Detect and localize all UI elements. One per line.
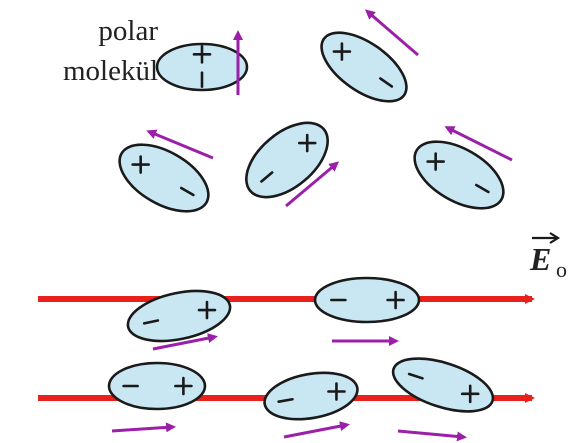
dipole-moment-arrow-icon: [398, 431, 463, 437]
field-symbol: E o: [529, 233, 567, 282]
label-line-1: polar: [98, 15, 158, 47]
dipole-moment-arrow-icon: [112, 427, 172, 431]
polar-molecule: [123, 283, 234, 350]
polar-molecule: [310, 19, 418, 115]
polar-molecule: [315, 278, 419, 322]
polar-molecule: [387, 348, 500, 422]
field-symbol-e: E: [529, 241, 551, 277]
polar-molecule: [157, 44, 247, 90]
molecule-body: [109, 131, 220, 225]
molecule-body: [123, 283, 234, 350]
polar-molecule: [233, 108, 341, 211]
molecule-body: [404, 128, 515, 222]
molecule-body: [233, 108, 341, 211]
dipole-moment-arrow-icon: [284, 425, 346, 437]
polar-molecule-label: polar molekül: [63, 15, 158, 87]
polar-molecule: [261, 366, 361, 426]
molecule-body: [310, 19, 418, 115]
field-symbol-subscript: o: [556, 257, 567, 282]
polar-molecule: [404, 128, 515, 222]
label-line-2: molekül: [63, 55, 158, 87]
molecule-body: [387, 348, 500, 422]
polar-molecule: [109, 131, 220, 225]
molecules: [109, 19, 515, 426]
molecule-body: [261, 366, 361, 426]
polar-molecule: [109, 363, 205, 409]
